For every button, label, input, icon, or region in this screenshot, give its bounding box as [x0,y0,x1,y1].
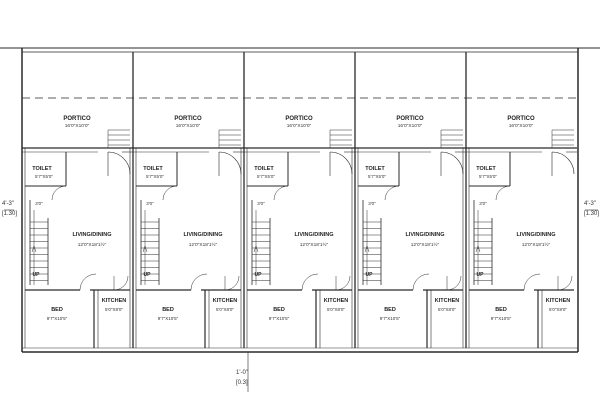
bed-label: BED [162,307,174,313]
living-dining-size: 12'0"X18'1½" [78,241,107,248]
up-label: UP [477,272,485,278]
bed-label: BED [273,307,285,313]
bottom-dim-label: 1'-0" [236,370,248,376]
main-door-swing [440,151,464,176]
living-dining-label: LIVING/DINING [294,232,333,238]
toilet-door-swing [162,185,178,201]
main-door-swing [107,151,131,176]
toilet-size: 5'7"X5'0" [479,174,497,179]
bed-size: 9'7"X10'5" [47,316,68,321]
kitchen-label: KITCHEN [324,298,348,304]
bed-size: 9'7"X10'5" [491,316,512,321]
toilet-size: 5'7"X5'0" [35,174,53,179]
toilet-door-swing [384,185,400,201]
bed-size: 9'7"X10'5" [380,316,401,321]
portico-size: 16'0"X10'0" [398,123,423,129]
kitchen-label: KITCHEN [546,298,570,304]
bed-door-swing [301,273,319,291]
stair-arrow-head [364,245,370,253]
left-dim-label: 4'-3" [2,201,14,207]
kitchen-size: 5'0"X8'0" [327,307,345,312]
stair-gap-label: 3'0" [479,201,487,206]
stair-arrow-head [142,245,148,253]
toilet-size: 5'7"X5'0" [368,174,386,179]
bed-label: BED [384,307,396,313]
toilet-label: TOILET [32,166,52,172]
kitchen-door-swing [557,275,573,291]
right-dim-label: 4'-3" [584,201,596,207]
toilet-size: 5'7"X5'0" [146,174,164,179]
portico-size: 16'0"X10'0" [509,123,534,129]
stair-gap-label: 3'0" [146,201,154,206]
kitchen-door-swing [113,275,129,291]
right-dim-metric: [1.30] [584,211,599,217]
kitchen-door-swing [446,275,462,291]
living-dining-size: 12'0"X18'1½" [300,241,329,248]
toilet-door-swing [495,185,511,201]
bed-label: BED [495,307,507,313]
kitchen-label: KITCHEN [435,298,459,304]
kitchen-size: 5'0"X8'0" [549,307,567,312]
bed-door-swing [523,273,541,291]
left-dim-metric: [1.30] [2,211,17,217]
living-dining-label: LIVING/DINING [405,232,444,238]
bed-label: BED [51,307,63,313]
living-dining-label: LIVING/DINING [72,232,111,238]
up-label: UP [255,272,263,278]
up-label: UP [33,272,41,278]
portico-label: PORTICO [507,116,535,122]
main-door-swing [218,151,242,176]
stair-gap-label: 3'0" [35,201,43,206]
kitchen-label: KITCHEN [213,298,237,304]
toilet-label: TOILET [143,166,163,172]
main-door-swing [551,151,575,176]
stair-arrow-head [475,245,481,253]
toilet-label: TOILET [365,166,385,172]
stair-arrow-head [253,245,259,253]
kitchen-size: 5'0"X8'0" [105,307,123,312]
living-dining-size: 12'0"X18'1½" [189,241,218,248]
bottom-dim-metric: [0.3] [236,380,248,386]
kitchen-door-swing [224,275,240,291]
kitchen-label: KITCHEN [102,298,126,304]
bed-door-swing [79,273,97,291]
portico-label: PORTICO [285,116,313,122]
living-dining-label: LIVING/DINING [183,232,222,238]
kitchen-door-swing [335,275,351,291]
stair-gap-label: 3'0" [368,201,376,206]
kitchen-size: 5'0"X8'0" [438,307,456,312]
portico-label: PORTICO [396,116,424,122]
toilet-size: 5'7"X5'0" [257,174,275,179]
up-label: UP [366,272,374,278]
toilet-label: TOILET [254,166,274,172]
living-dining-size: 12'0"X18'1½" [411,241,440,248]
portico-size: 16'0"X10'0" [176,123,201,129]
portico-size: 16'0"X10'0" [65,123,90,129]
up-label: UP [144,272,152,278]
stair-arrow-head [31,245,37,253]
portico-label: PORTICO [63,116,91,122]
bed-door-swing [412,273,430,291]
toilet-door-swing [51,185,67,201]
stair-gap-label: 3'0" [257,201,265,206]
toilet-door-swing [273,185,289,201]
portico-size: 16'0"X10'0" [287,123,312,129]
main-door-swing [329,151,353,176]
portico-label: PORTICO [174,116,202,122]
bed-size: 9'7"X10'5" [158,316,179,321]
living-dining-size: 12'0"X18'1½" [522,241,551,248]
living-dining-label: LIVING/DINING [516,232,555,238]
bed-size: 9'7"X10'5" [269,316,290,321]
toilet-label: TOILET [476,166,496,172]
bed-door-swing [190,273,208,291]
kitchen-size: 5'0"X8'0" [216,307,234,312]
